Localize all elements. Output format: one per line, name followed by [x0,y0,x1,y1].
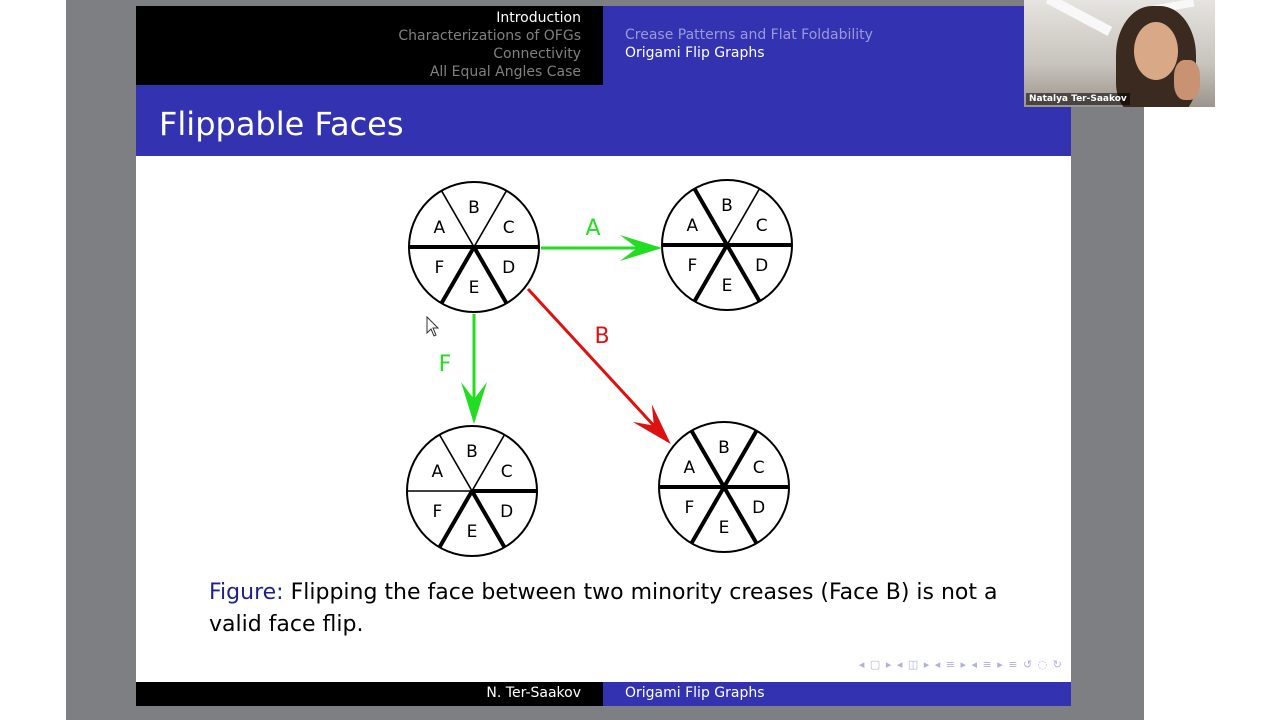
crease-majority [438,434,473,492]
beamer-nav-symbols[interactable]: ◂ ▢ ▸ ◂ ◫ ▸ ◂ ≡ ▸ ◂ ≡ ▸ ≡ ↺ ◌ ↻ [858,658,1063,671]
crease-vertex-flip-a: A B CD E F [661,179,793,311]
caption-text: Flipping the face between two minority c… [209,580,998,637]
face-label: C [501,462,513,482]
crease-minority [692,187,729,246]
face-label: F [684,498,694,518]
crease-minority [472,246,509,305]
crease-vertex-original: A B CD E F [408,181,540,313]
face-label: C [503,218,515,238]
right-gray-bar [1071,0,1144,720]
face-label: A [432,462,444,482]
face-label: E [467,522,478,542]
flip-arrow-f: F [439,314,487,424]
subsection-link[interactable]: Crease Patterns and Flat Foldability [625,27,873,43]
figure-caption: Figure: Flipping the face between two mi… [209,577,1009,641]
flip-arrow-b: B [526,287,671,444]
crease-minority [722,486,759,545]
frame-title-bar: Flippable Faces [136,85,1071,156]
section-link[interactable]: All Equal Angles Case [429,64,581,80]
section-link[interactable]: Connectivity [493,46,581,62]
arrow-head [632,404,671,444]
face-label: B [466,442,478,462]
crease-majority [440,190,475,248]
face-label: D [755,256,768,276]
footer-author: N. Ter-Saakov [486,685,581,701]
crease-minority [689,486,726,545]
right-margin [1144,0,1280,720]
arrow-shaft [526,287,670,443]
left-margin [0,0,66,720]
crease-majority [471,434,506,492]
mouse-cursor [426,315,440,337]
face-label: D [500,502,513,522]
face-label: C [753,458,765,478]
footer-title: Origami Flip Graphs [625,685,765,701]
crease-vertex-flip-b: A B CD E F [658,421,790,553]
face-label: D [752,498,765,518]
crease-minority [470,490,507,549]
crease-majority [473,190,508,248]
face-label: A [687,216,699,236]
arrow-head [461,382,487,424]
face-label: B [468,198,480,218]
frame-title: Flippable Faces [159,105,404,143]
subsection-link[interactable]: Origami Flip Graphs [625,45,765,61]
crease-minority [722,429,759,488]
face-label: A [684,458,696,478]
crease-majority [726,188,761,246]
crease-minority [439,246,476,305]
face-label: B [718,438,730,458]
caption-label: Figure: [209,580,284,605]
section-link[interactable]: Characterizations of OFGs [398,28,581,44]
participant-name: Natalya Ter-Saakov [1026,93,1130,105]
crease-minority [692,244,729,303]
footline: N. Ter-Saakov Origami Flip Graphs [136,682,1071,706]
crease-minority [725,244,762,303]
crease-minority [437,490,474,549]
face-label: B [721,196,733,216]
face-label: C [756,216,768,236]
arrow-label: F [439,352,452,377]
arrow-head [620,235,662,261]
arrow-label: B [594,324,609,349]
face-label: E [722,276,733,296]
face-label: F [434,258,444,278]
arrow-label: A [585,216,600,241]
face-label: E [719,518,730,538]
left-gray-bar [66,0,136,720]
face-label: F [432,502,442,522]
section-link[interactable]: Introduction [496,10,581,26]
face-label: E [469,278,480,298]
crease-minority [689,429,726,488]
face-label: F [687,256,697,276]
crease-vertex-flip-f: A B CD E F [406,425,538,557]
flip-arrow-a: A [541,216,662,261]
participant-video[interactable]: Natalya Ter-Saakov [1024,0,1215,107]
face-label: A [434,218,446,238]
face-label: D [502,258,515,278]
